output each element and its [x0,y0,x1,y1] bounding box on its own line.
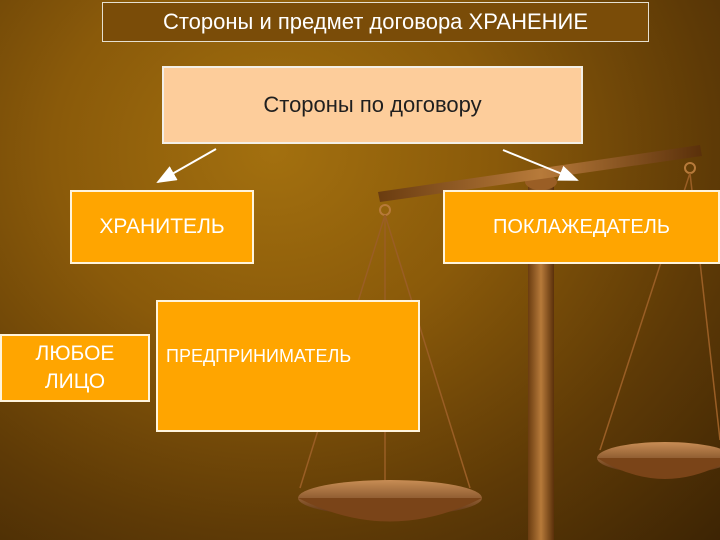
page-title: Стороны и предмет договора ХРАНЕНИЕ [102,2,649,42]
lyuboe-litso-label: ЛЮБОЕ ЛИЦО [36,340,115,396]
lyuboe-line-2: ЛИЦО [44,370,106,393]
predprinimatel-box: ПРЕДПРИНИМАТЕЛЬ [156,300,420,432]
parties-label: Стороны по договору [263,92,482,117]
scale-pan-right-bowl [597,458,720,479]
scale-pan-left-bowl [298,498,482,522]
hranitel-label: ХРАНИТЕЛЬ [99,215,225,238]
predprinimatel-label: ПРЕДПРИНИМАТЕЛЬ [166,346,352,366]
poklazhedatel-label: ПОКЛАЖЕДАТЕЛЬ [493,215,670,238]
parties-box: Стороны по договору [162,66,583,144]
scale-string [384,214,471,489]
page-title-text: Стороны и предмет договора ХРАНЕНИЕ [162,9,589,34]
lyuboe-line-1: ЛЮБОЕ [35,342,115,365]
hranitel-box: ХРАНИТЕЛЬ [70,190,254,264]
scale-hook-right [684,162,696,174]
scale-hook-left [379,204,391,216]
lyuboe-litso-box: ЛЮБОЕ ЛИЦО [0,334,150,402]
poklazhedatel-box: ПОКЛАЖЕДАТЕЛЬ [443,190,720,264]
